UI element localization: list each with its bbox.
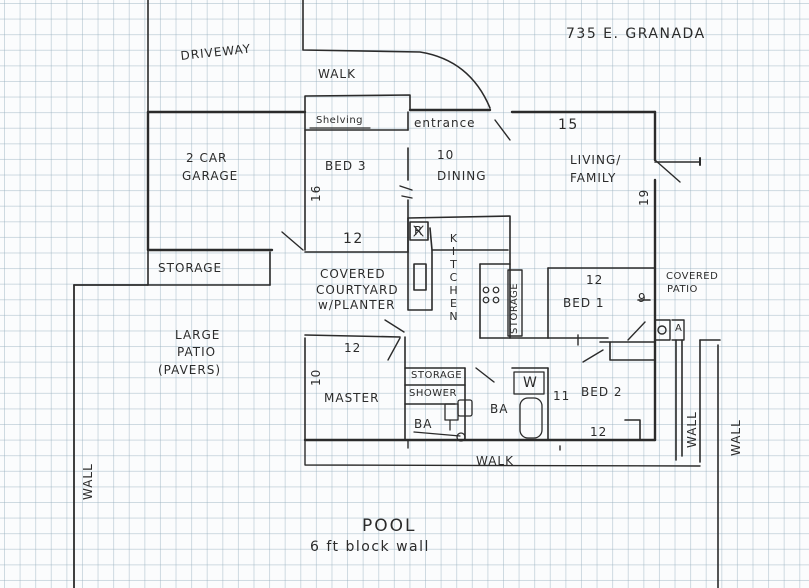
dimension-bed1-depth: 9 <box>638 291 647 305</box>
bath-fixtures <box>413 371 545 442</box>
door-swings <box>281 119 681 383</box>
kitchen-storage-label: STORAGE <box>509 282 520 334</box>
kitchen-counter <box>407 215 511 339</box>
courtyard-label-line1: COVERED <box>320 267 386 281</box>
washer-dryer <box>654 319 685 341</box>
large-patio-label-line1: LARGE <box>175 328 221 342</box>
dimension-master-depth: 10 <box>309 368 323 386</box>
wall-right-label-2: WALL <box>729 419 743 456</box>
bed2-label: BED 2 <box>581 385 623 399</box>
address-label: 735 E. GRANADA <box>566 26 706 42</box>
dining-label: DINING <box>437 169 487 183</box>
dimension-courtyard: 12 <box>343 231 364 247</box>
dimension-bed3: 16 <box>309 184 323 202</box>
wall-right-label-1: WALL <box>685 411 699 448</box>
walk-top-label: WALK <box>318 67 356 81</box>
bed1-label: BED 1 <box>563 296 605 310</box>
dimension-master-width: 12 <box>344 341 362 355</box>
dimension-bed2-depth: 11 <box>553 389 571 403</box>
pool-label: POOL <box>362 516 417 536</box>
bath-right-label: BA <box>490 402 509 416</box>
cooktop-icon <box>482 286 500 304</box>
garage-storage-label: STORAGE <box>158 261 223 275</box>
large-patio-label-line2: PATIO <box>177 345 217 359</box>
courtyard-label-line2: COURTYARD <box>316 283 399 297</box>
bottom-walk <box>304 439 701 467</box>
entrance-label: entrance <box>414 116 476 130</box>
bed3-label: BED 3 <box>325 159 367 173</box>
living-label-line2: FAMILY <box>570 171 617 185</box>
appliance-a-label: A <box>675 323 683 334</box>
refrigerator-r-label: R <box>414 224 424 238</box>
large-patio-label-line3: (PAVERS) <box>158 363 222 377</box>
covered-patio-label-line1: COVERED <box>666 271 719 282</box>
dimension-bed2-width: 12 <box>590 425 608 439</box>
kitchen-label: KITCHEN <box>447 232 460 323</box>
shower-label: SHOWER <box>409 388 457 399</box>
dimension-living-width: 15 <box>558 117 579 133</box>
covered-patio-label-line2: PATIO <box>667 284 698 295</box>
washer-w-label: W <box>523 375 539 391</box>
kitchen-storage <box>507 269 523 337</box>
walk-bottom-label: WALK <box>476 454 514 468</box>
living-label-line1: LIVING/ <box>570 153 622 167</box>
dimension-dining: 10 <box>437 148 455 162</box>
courtyard-label-line3: w/PLANTER <box>318 298 396 312</box>
walk-box <box>304 94 411 113</box>
interior-walls <box>304 111 656 441</box>
dimension-bed1-width: 12 <box>586 273 604 287</box>
wall-left-label: WALL <box>81 463 95 500</box>
garage-label-line1: 2 CAR <box>186 151 228 165</box>
covered-patio-walls <box>654 157 721 588</box>
bath-storage-label: STORAGE <box>411 370 463 381</box>
dimension-living-depth: 19 <box>637 188 651 206</box>
driveway-lines <box>147 0 491 113</box>
shelving-label: Shelving <box>316 115 363 126</box>
garage-label-line2: GARAGE <box>182 169 239 183</box>
yard-walls <box>73 284 149 588</box>
master-label: MASTER <box>324 391 380 405</box>
bath-left-label: BA <box>414 417 433 431</box>
block-wall-label: 6 ft block wall <box>310 539 430 555</box>
house-outer-walls <box>146 108 657 442</box>
